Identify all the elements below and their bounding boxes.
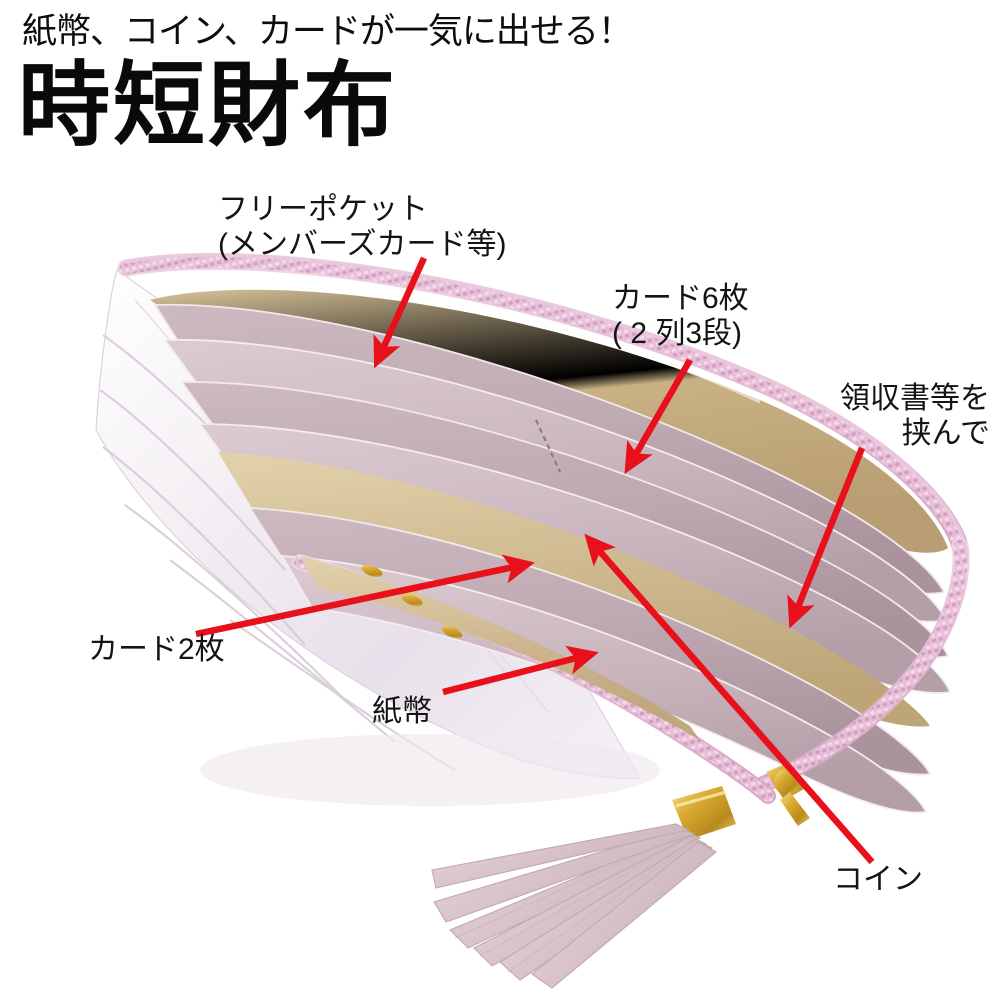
callout-free-pocket: フリーポケット (メンバーズカード等) xyxy=(218,192,506,263)
callout-receipt: 領収書等を 挟んで xyxy=(790,381,990,452)
header-subtitle: 紙幣、コイン、カードが一気に出せる！ xyxy=(22,12,633,51)
tassel-strands xyxy=(431,823,717,989)
callout-free-pocket-line1: フリーポケット xyxy=(218,193,428,226)
callout-card-2: カード2枚 xyxy=(88,632,225,667)
callout-free-pocket-line2: (メンバーズカード等) xyxy=(218,228,507,262)
callout-card-6-line1: カード6枚 xyxy=(612,282,749,315)
callout-card-2-line1: カード2枚 xyxy=(88,633,225,666)
callout-card-6: カード6枚 ( 2 列3段) xyxy=(612,281,749,352)
callout-coin-line1: コイン xyxy=(833,863,923,896)
callout-coin: コイン xyxy=(833,862,923,897)
callout-receipt-line1: 領収書等を xyxy=(840,382,990,415)
pocket-seam-stitch xyxy=(535,419,561,473)
callout-card-6-line2: ( 2 列3段) xyxy=(612,317,743,351)
callout-receipt-line2: 挟んで xyxy=(901,417,991,451)
leather-tassel xyxy=(431,786,736,989)
callout-bill-line1: 紙幣 xyxy=(372,695,432,728)
page-title: 時短財布 xyxy=(18,55,399,157)
callout-bill: 紙幣 xyxy=(372,694,432,729)
